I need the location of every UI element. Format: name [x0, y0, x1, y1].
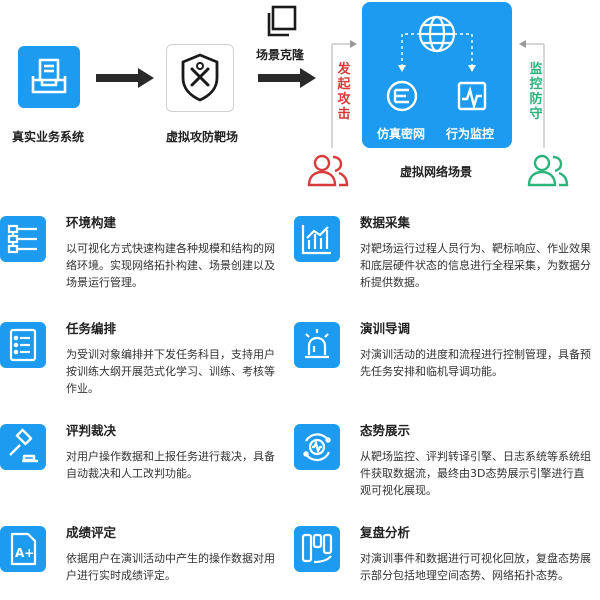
feature-desc: 对用户操作数据和上报任务进行裁决，具备自动裁决和人工改判功能。 [66, 450, 275, 480]
feature-desc: 以可视化方式快速构建各种规模和结构的网络环境。实现网络拓扑构建、场景创建以及场景… [66, 242, 275, 289]
range-box [166, 44, 234, 112]
grade-icon: A+ [10, 532, 37, 566]
honeynet-icon [386, 80, 418, 112]
defense-connector [519, 40, 545, 148]
behavior-label: 行为监控 [446, 127, 495, 141]
feature-icon-box [0, 424, 46, 470]
scene-box [362, 2, 512, 148]
honeynet-label: 仿真密网 [377, 127, 426, 141]
svg-text:A+: A+ [15, 546, 34, 560]
feature-desc: 为受训对象编排并下发任务科目，支持用户按训练大纲开展范式化学习、训练、考核等作业… [66, 348, 275, 395]
feature-desc: 对演训活动的进度和流程进行控制管理，具备预先任务安排和临机导调功能。 [360, 348, 591, 378]
feature-icon-box [294, 424, 340, 470]
globe-icon [418, 15, 456, 53]
monitor-defend-label: 监控防守 [529, 62, 543, 122]
feature-title: 复盘分析 [360, 525, 411, 540]
clone-label: 场景克隆 [256, 48, 305, 62]
feature-desc: 依据用户在演训活动中产生的操作数据对用户进行实时成绩评定。 [66, 552, 275, 582]
scene-graphic [386, 15, 487, 112]
feature-icon-box [294, 216, 340, 262]
real-system-box [18, 46, 80, 108]
feature-title: 演训导调 [360, 321, 411, 336]
copy-icon [267, 5, 297, 37]
attacker-users-icon [307, 154, 349, 187]
feature-icon-box [294, 526, 340, 572]
feature-icon-box [0, 216, 46, 262]
feature-title: 态势展示 [360, 423, 411, 438]
feature-title: 数据采集 [360, 215, 411, 230]
situation-icon [303, 433, 331, 462]
replay-icon [301, 533, 333, 564]
gavel-icon [9, 428, 38, 463]
scene-label: 虚拟网络场景 [400, 165, 473, 179]
feature-title: 评判裁决 [66, 423, 117, 438]
feature-desc: 从靶场监控、评判转译引擎、日志系统等系统组件获取数据流，最终由3D态势展示引擎进… [360, 450, 591, 497]
inbox-icon [31, 58, 67, 94]
monitor-icon [457, 81, 487, 111]
shield-icon [181, 53, 219, 102]
bar-chart-icon [301, 225, 331, 255]
feature-icon-box [294, 322, 340, 368]
arrow-right-icon [96, 68, 154, 88]
feature-icon-box [0, 322, 46, 368]
feature-title: 环境构建 [66, 215, 117, 230]
list-icon [9, 328, 37, 362]
arrow-right-icon [258, 68, 316, 88]
attack-label: 发起攻击 [337, 62, 351, 122]
real-system-label: 真实业务系统 [12, 130, 85, 144]
feature-desc: 对演训事件和数据进行可视化回放，复盘态势展示部分包括地理空间态势、网络拓扑态势。 [360, 552, 591, 582]
attack-connector [331, 40, 357, 148]
range-label: 虚拟攻防靶场 [166, 130, 239, 144]
feature-title: 成绩评定 [66, 525, 117, 540]
defender-users-icon [527, 154, 569, 187]
feature-desc: 对靶场运行过程人员行为、靶标响应、作业效果和底层硬件状态的信息进行全程采集，为数… [360, 242, 591, 289]
feature-title: 任务编排 [66, 321, 117, 336]
feature-icon-box: A+ [0, 526, 46, 572]
alarm-light-icon [305, 329, 329, 359]
topology-icon [7, 224, 37, 254]
